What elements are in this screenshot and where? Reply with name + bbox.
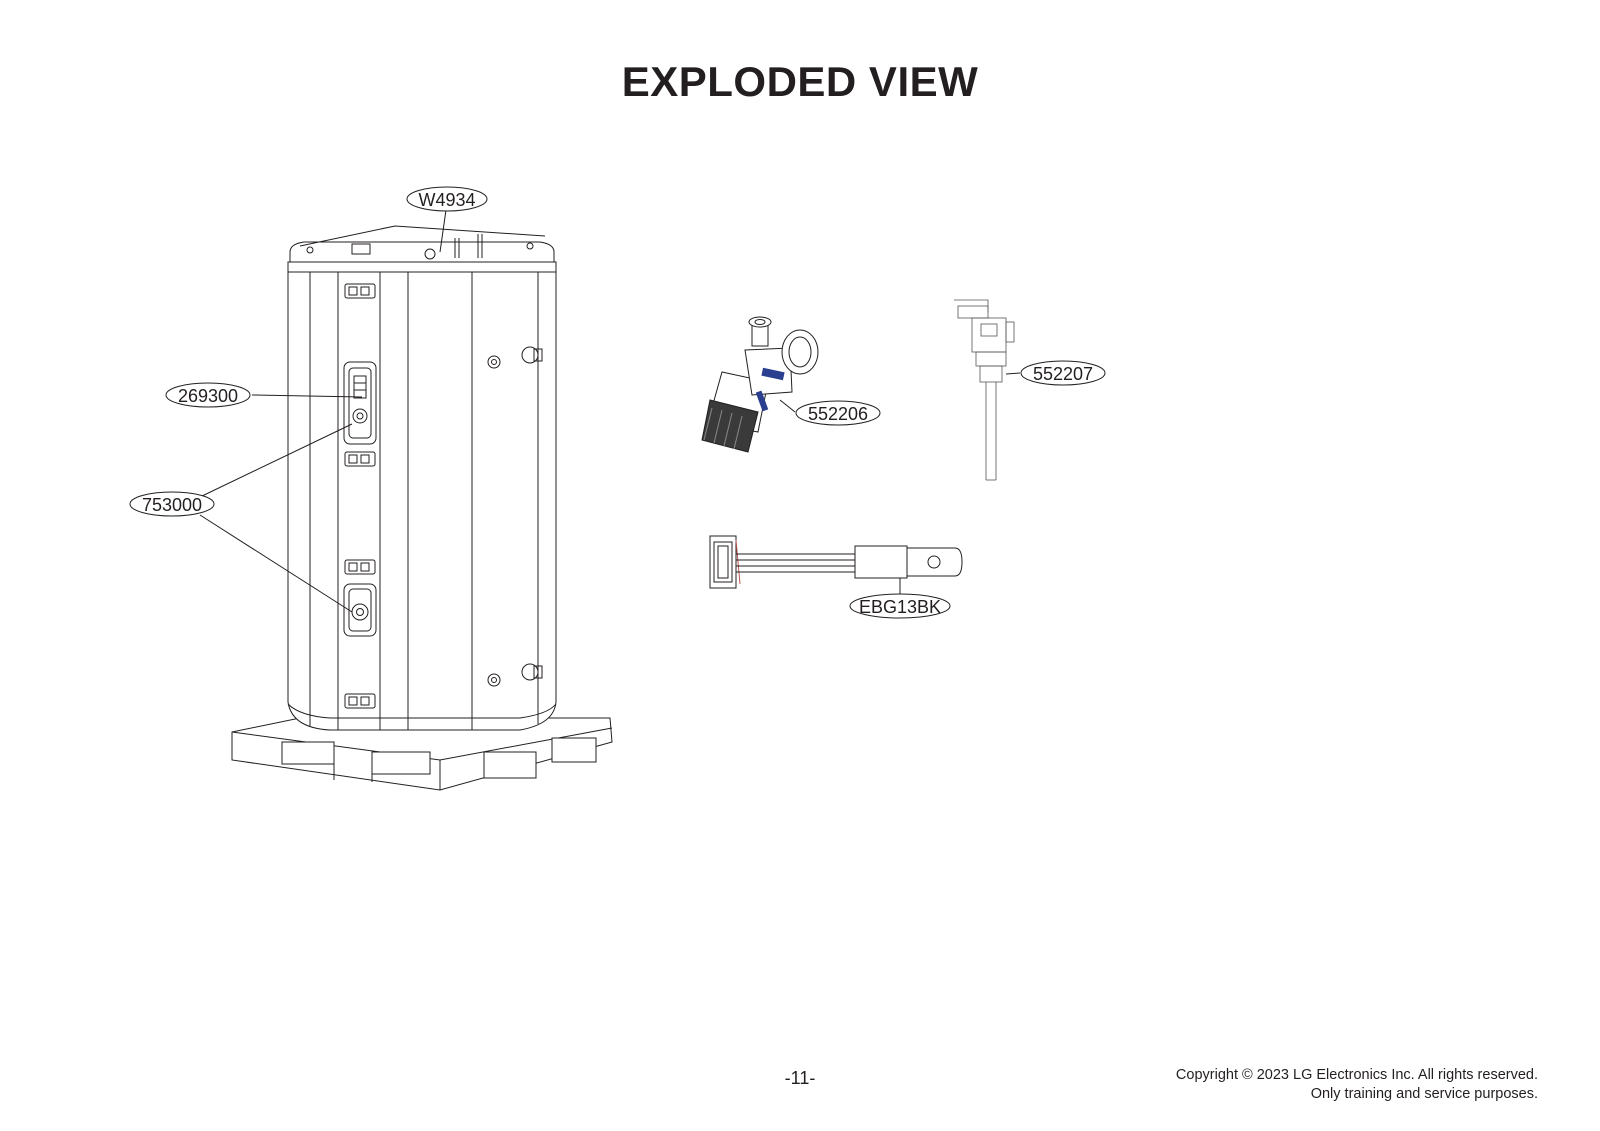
page-number: -11- <box>784 1068 816 1088</box>
callout-552207-label: 552207 <box>1033 364 1093 384</box>
callout-269300-label: 269300 <box>178 386 238 406</box>
wire-harness-illustration <box>709 535 963 589</box>
callout-552206-label: 552206 <box>808 404 868 424</box>
relief-valve-illustration <box>954 299 1015 481</box>
callout-753000-label: 753000 <box>142 495 202 515</box>
copyright-notice: Copyright © 2023 LG Electronics Inc. All… <box>1176 1066 1538 1104</box>
callout-269300: 269300 <box>165 382 251 408</box>
callout-753000: 753000 <box>129 491 215 517</box>
pallet-illustration <box>231 717 613 791</box>
page-title: EXPLODED VIEW <box>621 58 979 105</box>
drain-valve-illustration <box>701 316 819 453</box>
callout-552206: 552206 <box>795 400 881 426</box>
leader-lines <box>199 209 1021 613</box>
callout-ebg13bk-label: EBG13BK <box>859 597 941 617</box>
water-heater-tank-illustration <box>287 225 557 731</box>
copyright-line-2: Only training and service purposes. <box>1310 1086 1538 1102</box>
callout-552207: 552207 <box>1020 360 1106 386</box>
callout-w4934-label: W4934 <box>418 190 475 210</box>
callout-ebg13bk: EBG13BK <box>849 593 951 619</box>
callout-w4934: W4934 <box>406 186 488 212</box>
copyright-line-1: Copyright © 2023 LG Electronics Inc. All… <box>1175 1067 1538 1083</box>
